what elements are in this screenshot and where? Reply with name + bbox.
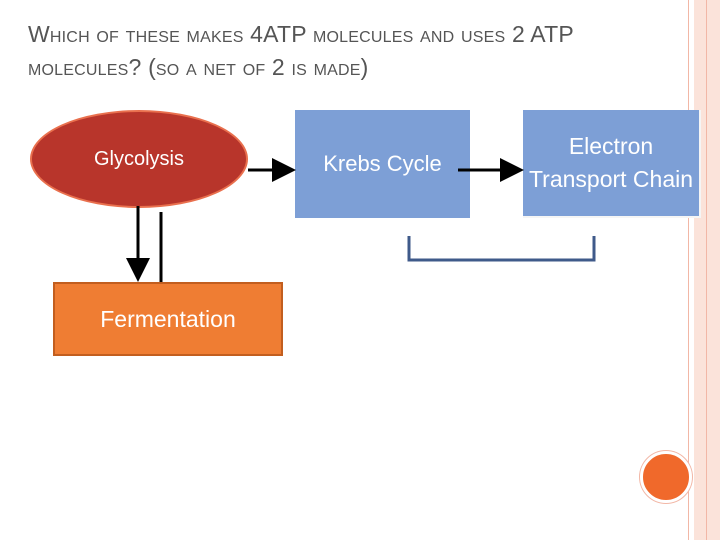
- border-line-right: [706, 0, 707, 540]
- krebs-cycle-node: Krebs Cycle: [295, 110, 470, 218]
- accent-dot: [640, 451, 692, 503]
- border-line-left: [688, 0, 689, 540]
- krebs-cycle-label: Krebs Cycle: [323, 151, 442, 176]
- fermentation-node: Fermentation: [53, 282, 283, 356]
- slide: [0, 0, 694, 540]
- bracket-krebs-etc: [407, 236, 596, 262]
- fermentation-label: Fermentation: [100, 305, 236, 332]
- glycolysis-label: Glycolysis: [93, 147, 184, 170]
- electron-transport-chain-label: Electron Transport Chain: [528, 133, 694, 192]
- slide-title: Which of these makes 4ATP molecules and …: [28, 21, 574, 80]
- electron-transport-chain-node: Electron Transport Chain: [523, 110, 701, 218]
- slide-side-border: [694, 0, 720, 540]
